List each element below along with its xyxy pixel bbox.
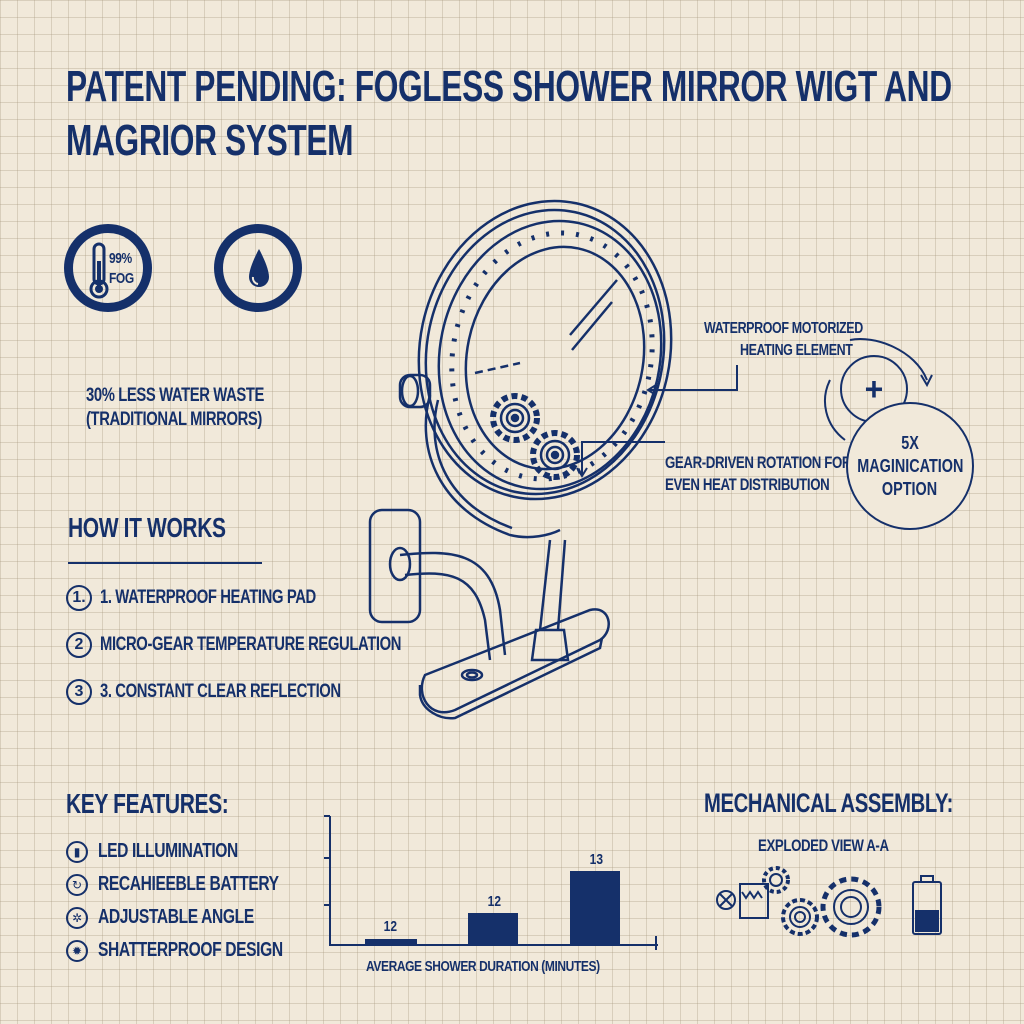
- water-stat-badge: [214, 224, 302, 312]
- step-item: 1. 1. WATERPROOF HEATING PAD: [66, 581, 486, 615]
- thermometer-icon: [89, 242, 109, 299]
- page-title: PATENT PENDING: FOGLESS SHOWER MIRROR WI…: [66, 60, 1024, 168]
- gear-arrow: [576, 441, 665, 478]
- step-item: 2 MICRO-GEAR TEMPERATURE REGULATION: [66, 628, 486, 662]
- heating-arrow: [646, 365, 738, 396]
- shatterproof-icon: ✹: [66, 939, 88, 962]
- magnification-badge: 5X MAGINICATION OPTION: [846, 402, 974, 530]
- heading-divider: [68, 562, 262, 564]
- assembly-heading: MECHANICAL ASSEMBLY:: [704, 788, 954, 818]
- feature-item: ▮ LED ILLUMINATION: [66, 835, 335, 868]
- water-drop-icon: [249, 249, 269, 287]
- title-line-2: MAGRIOR SYSTEM: [66, 116, 354, 165]
- led-icon: ▮: [66, 840, 88, 863]
- chart-bar: [468, 913, 518, 944]
- shower-duration-chart: 12 12 13 AVERAGE SHOWER DURATION (MINUTE…: [320, 810, 670, 980]
- gear-rotation-callout: GEAR-DRIVEN ROTATION FOR EVEN HEAT DISTR…: [665, 453, 852, 494]
- chart-axes: [324, 815, 658, 950]
- step-item: 3 3. CONSTANT CLEAR REFLECTION: [66, 675, 486, 709]
- fog-stat-badge: 99% FOG: [64, 224, 152, 312]
- water-savings-text: 30% LESS WATER WASTE (TRADITIONAL MIRROR…: [86, 385, 265, 430]
- feature-item: ✲ ADJUSTABLE ANGLE: [66, 901, 335, 934]
- steps-list: 1. 1. WATERPROOF HEATING PAD 2 MICRO-GEA…: [66, 581, 486, 709]
- chart-x-label: AVERAGE SHOWER DURATION (MINUTES): [366, 958, 600, 975]
- feature-item: ✹ SHATTERPROOF DESIGN: [66, 934, 335, 967]
- features-list: ▮ LED ILLUMINATION ↻ RECAHIEEBLE BATTERY…: [66, 835, 335, 967]
- chart-bar: [365, 939, 417, 944]
- chart-bar: [570, 871, 620, 944]
- heating-element-callout: WATERPROOF MOTORIZED HEATING ELEMENT: [704, 320, 863, 359]
- fog-percent: 99%: [109, 250, 132, 267]
- assembly-subheading: EXPLODED VIEW A-A: [758, 836, 889, 855]
- fog-label: FOG: [109, 270, 134, 287]
- exploded-view-illustration: [716, 866, 942, 938]
- title-line-1: PATENT PENDING: FOGLESS SHOWER MIRROR WI…: [66, 62, 952, 111]
- mirror-illustration: [368, 199, 673, 720]
- rotation-arrows: [824, 338, 933, 441]
- gear-icon: [490, 393, 580, 480]
- battery-icon: ↻: [66, 873, 88, 896]
- feature-item: ↻ RECAHIEEBLE BATTERY: [66, 868, 335, 901]
- key-features-heading: KEY FEATURES:: [66, 788, 229, 819]
- how-it-works-heading: HOW IT WORKS: [68, 512, 226, 543]
- angle-icon: ✲: [66, 906, 88, 929]
